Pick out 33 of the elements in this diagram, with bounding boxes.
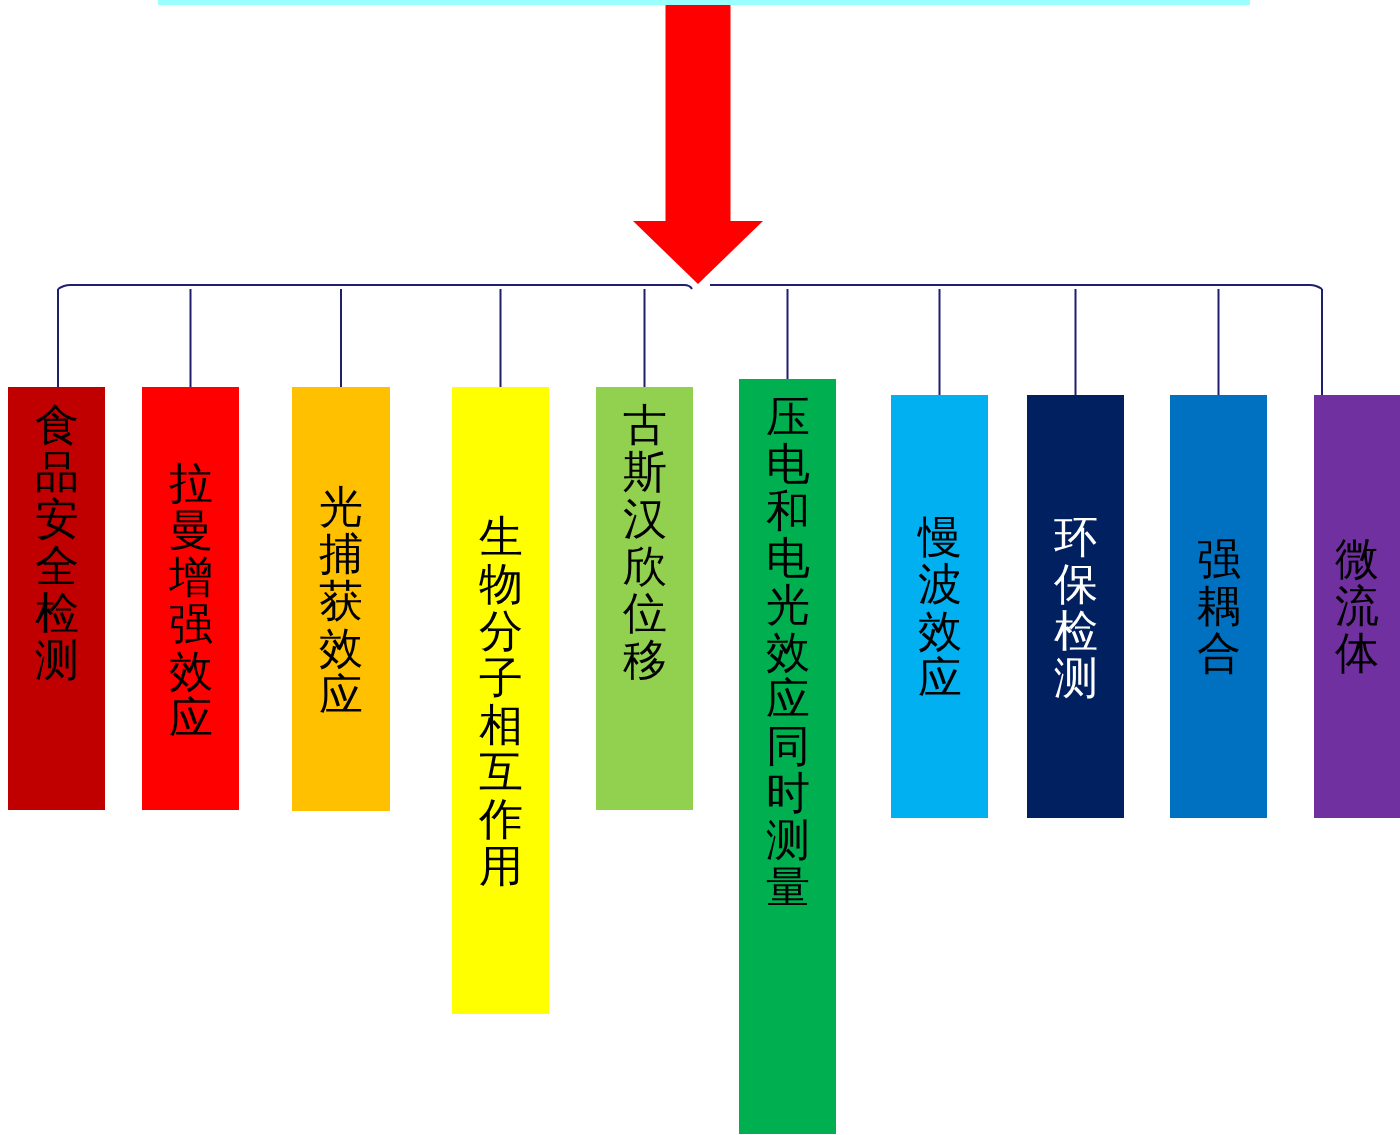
connector-line <box>1321 288 1323 396</box>
topic-bar <box>8 387 105 810</box>
topic-bar <box>596 387 693 810</box>
header-bar <box>158 0 1250 5</box>
topic-label: 生物分子相互作用 <box>477 513 524 889</box>
connector-line <box>1074 288 1077 396</box>
connector-line <box>786 288 789 380</box>
topic-bar <box>891 395 988 818</box>
topic-label: 环保检测 <box>1052 513 1099 701</box>
connector-line <box>189 288 192 388</box>
connector-line <box>499 288 502 388</box>
topic-label: 慢波效应 <box>916 513 963 701</box>
down-arrow <box>633 5 763 284</box>
topic-label: 光捕获效应 <box>318 483 364 718</box>
connector-line <box>340 288 342 388</box>
topic-bar <box>739 379 836 1134</box>
topic-bar <box>1170 395 1267 818</box>
topic-bar <box>142 387 239 810</box>
topic-bar <box>1314 395 1400 818</box>
connector-line <box>57 288 59 388</box>
curly-bracket <box>56 284 1324 290</box>
topic-label: 食品安全检测 <box>33 401 80 683</box>
connector-line <box>1217 288 1220 396</box>
topic-bar <box>292 387 390 811</box>
topic-label: 强耦合 <box>1195 535 1242 676</box>
topic-label: 微流体 <box>1334 535 1380 676</box>
connector-line <box>643 288 646 388</box>
topic-label: 拉曼增强效应 <box>167 459 214 741</box>
topic-label: 古斯汉欣位移 <box>621 401 668 683</box>
connector-line <box>938 288 941 396</box>
topic-bar <box>1027 395 1124 818</box>
topic-bar <box>452 387 549 1014</box>
topic-label: 压电和电光效应同时测量 <box>764 393 811 910</box>
